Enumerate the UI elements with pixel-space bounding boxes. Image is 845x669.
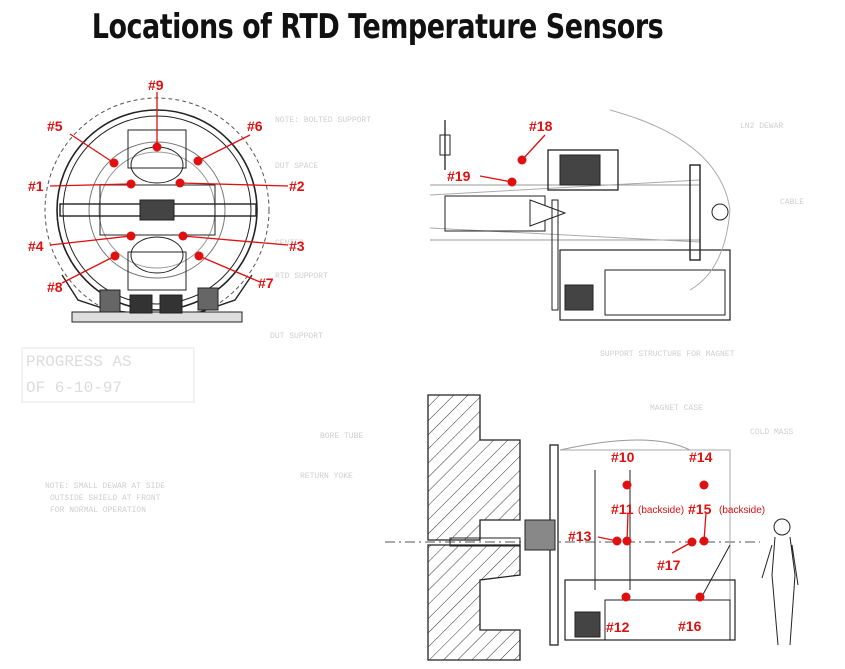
sensor-11-dot <box>622 536 632 546</box>
sensor-dots <box>109 142 709 602</box>
sensor-label-6: #6 <box>247 118 263 134</box>
sensor-label-3: #3 <box>289 238 305 254</box>
sensor-18-dot <box>517 155 527 165</box>
sensor-label-7: #7 <box>258 275 274 291</box>
sensor-label-14: #14 <box>689 449 713 465</box>
sensor-label-1: #1 <box>28 178 44 194</box>
sensor-label-11: #11 <box>611 501 634 517</box>
sensor-2-dot <box>175 178 185 188</box>
svg-text:COLD MASS: COLD MASS <box>750 428 793 437</box>
svg-text:RTD SUPPORT: RTD SUPPORT <box>275 272 328 281</box>
sensor-10-dot <box>622 480 632 490</box>
sensor-16-dot <box>695 592 705 602</box>
sensor-label-16: #16 <box>678 618 702 634</box>
sensor-label-12: #12 <box>606 619 630 635</box>
sensor-label-4: #4 <box>28 238 44 254</box>
sensor-4-dot <box>126 231 136 241</box>
svg-text:DUT SPACE: DUT SPACE <box>275 162 318 171</box>
svg-text:CENTER: CENTER <box>275 239 304 248</box>
side-view-drawing <box>429 109 731 321</box>
sensor-label-9: #9 <box>148 77 164 93</box>
sensor-labels: #9 #5 #6 #1 #2 #4 #3 #8 #7 #18 #19 #10 #… <box>28 77 765 635</box>
svg-text:LN2 DEWAR: LN2 DEWAR <box>740 122 783 131</box>
sensor-7-dot <box>194 251 204 261</box>
svg-text:MAGNET CASE: MAGNET CASE <box>650 404 703 413</box>
sensor-6-dot <box>193 156 203 166</box>
svg-text:BORE TUBE: BORE TUBE <box>320 432 363 441</box>
sensor-19-dot <box>507 177 517 187</box>
backside-note-15: (backside) <box>719 505 765 516</box>
diagram-title: Locations of RTD Temperature Sensors <box>0 8 845 47</box>
svg-text:NOTE: BOLTED SUPPORT: NOTE: BOLTED SUPPORT <box>275 116 371 125</box>
svg-text:PROGRESS AS: PROGRESS AS <box>26 353 132 371</box>
svg-text:NOTE: SMALL DEWAR AT SIDE: NOTE: SMALL DEWAR AT SIDE <box>45 482 165 491</box>
sensor-label-8: #8 <box>47 279 63 295</box>
sensor-3-dot <box>178 231 188 241</box>
sensor-label-15: #15 <box>688 501 712 517</box>
backside-note-11: (backside) <box>638 505 684 516</box>
sensor-13-dot <box>612 536 622 546</box>
sensor-label-17: #17 <box>657 557 681 573</box>
section-view-drawing <box>385 394 799 661</box>
title-text: Locations of RTD Temperature Sensors <box>91 8 664 47</box>
sensor-label-10: #10 <box>611 449 635 465</box>
svg-text:SUPPORT STRUCTURE FOR MAGNET: SUPPORT STRUCTURE FOR MAGNET <box>600 350 735 359</box>
sensor-15-dot <box>699 536 709 546</box>
svg-text:OF 6-10-97: OF 6-10-97 <box>26 379 122 397</box>
sensor-12-dot <box>621 592 631 602</box>
sensor-17-dot <box>687 537 697 547</box>
sensor-label-5: #5 <box>47 118 63 134</box>
svg-text:FOR NORMAL OPERATION: FOR NORMAL OPERATION <box>50 506 146 515</box>
sensor-1-dot <box>126 179 136 189</box>
sensor-8-dot <box>110 251 120 261</box>
leader-lines <box>49 92 707 554</box>
svg-text:OUTSIDE SHIELD AT FRONT: OUTSIDE SHIELD AT FRONT <box>50 494 161 503</box>
svg-text:DUT SUPPORT: DUT SUPPORT <box>270 332 323 341</box>
sensor-label-19: #19 <box>447 168 471 184</box>
sensor-label-2: #2 <box>289 178 305 194</box>
sensor-5-dot <box>109 158 119 168</box>
sensor-9-dot <box>152 142 162 152</box>
sensor-label-18: #18 <box>529 118 553 134</box>
svg-text:CABLE: CABLE <box>780 198 804 207</box>
svg-text:RETURN YOKE: RETURN YOKE <box>300 472 353 481</box>
sensor-label-13: #13 <box>568 528 592 544</box>
faint-annotations: NOTE: BOLTED SUPPORT DUT SPACE CENTER RT… <box>21 116 804 515</box>
sensor-14-dot <box>699 480 709 490</box>
